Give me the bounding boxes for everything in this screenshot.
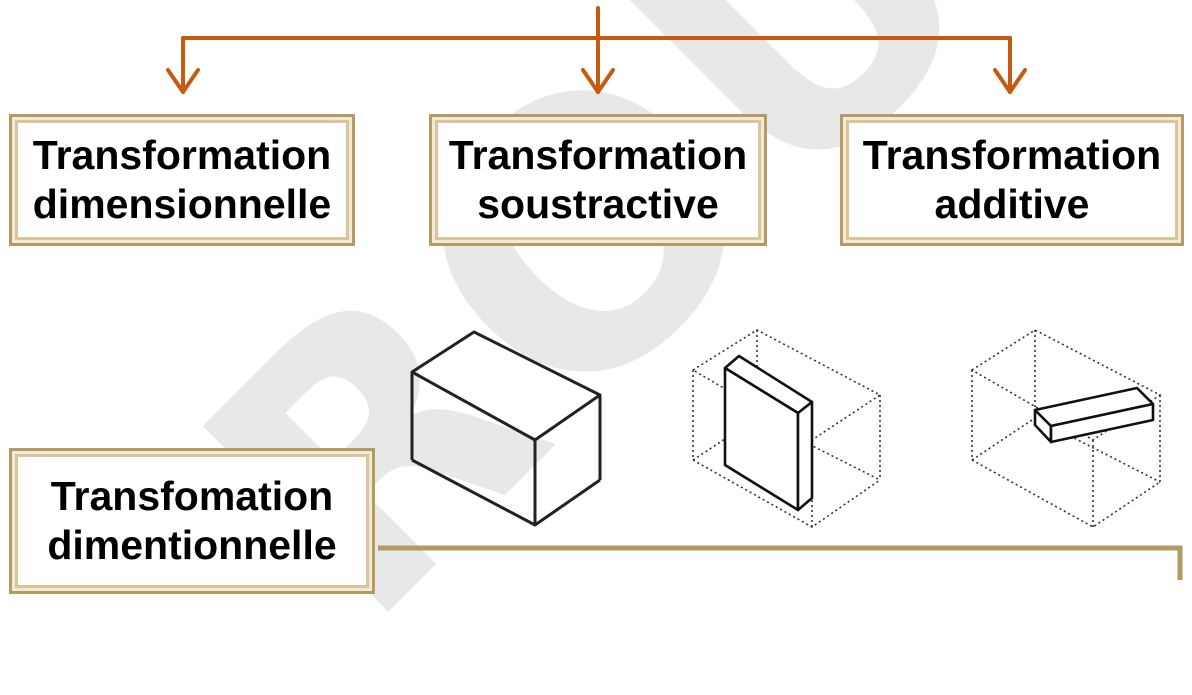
solid-cube-icon <box>410 330 602 527</box>
box-transfomation-dimentionnelle: Transfomation dimentionnelle <box>12 451 372 591</box>
arrow-down-icon <box>993 36 1027 94</box>
box-dimensionnelle: Transformation dimensionnelle <box>12 117 352 243</box>
branch-connector <box>166 6 1027 94</box>
bottom-frame-line <box>378 545 1183 580</box>
box-additive-line2: additive <box>934 181 1090 227</box>
arrow-down-icon <box>581 36 615 94</box>
cube-with-bar-icon <box>970 329 1162 528</box>
box-dimensionnelle-line2: dimensionnelle <box>32 181 332 227</box>
bottom-box-line2: dimentionnelle <box>47 522 337 568</box>
box-soustractive-line1: Transformation <box>448 131 748 178</box>
cube-illustrations <box>410 329 1162 528</box>
box-additive: Transformation additive <box>843 117 1181 243</box>
cube-with-slab-icon <box>691 329 882 528</box>
box-dimensionnelle-line1: Transformation <box>32 131 332 178</box>
box-soustractive-line2: soustractive <box>477 181 719 227</box>
arrow-down-icon <box>166 36 200 94</box>
box-additive-line1: Transformation <box>862 131 1162 178</box>
box-soustractive: Transformation soustractive <box>432 117 764 243</box>
bottom-box-line1: Transfomation <box>50 472 334 519</box>
